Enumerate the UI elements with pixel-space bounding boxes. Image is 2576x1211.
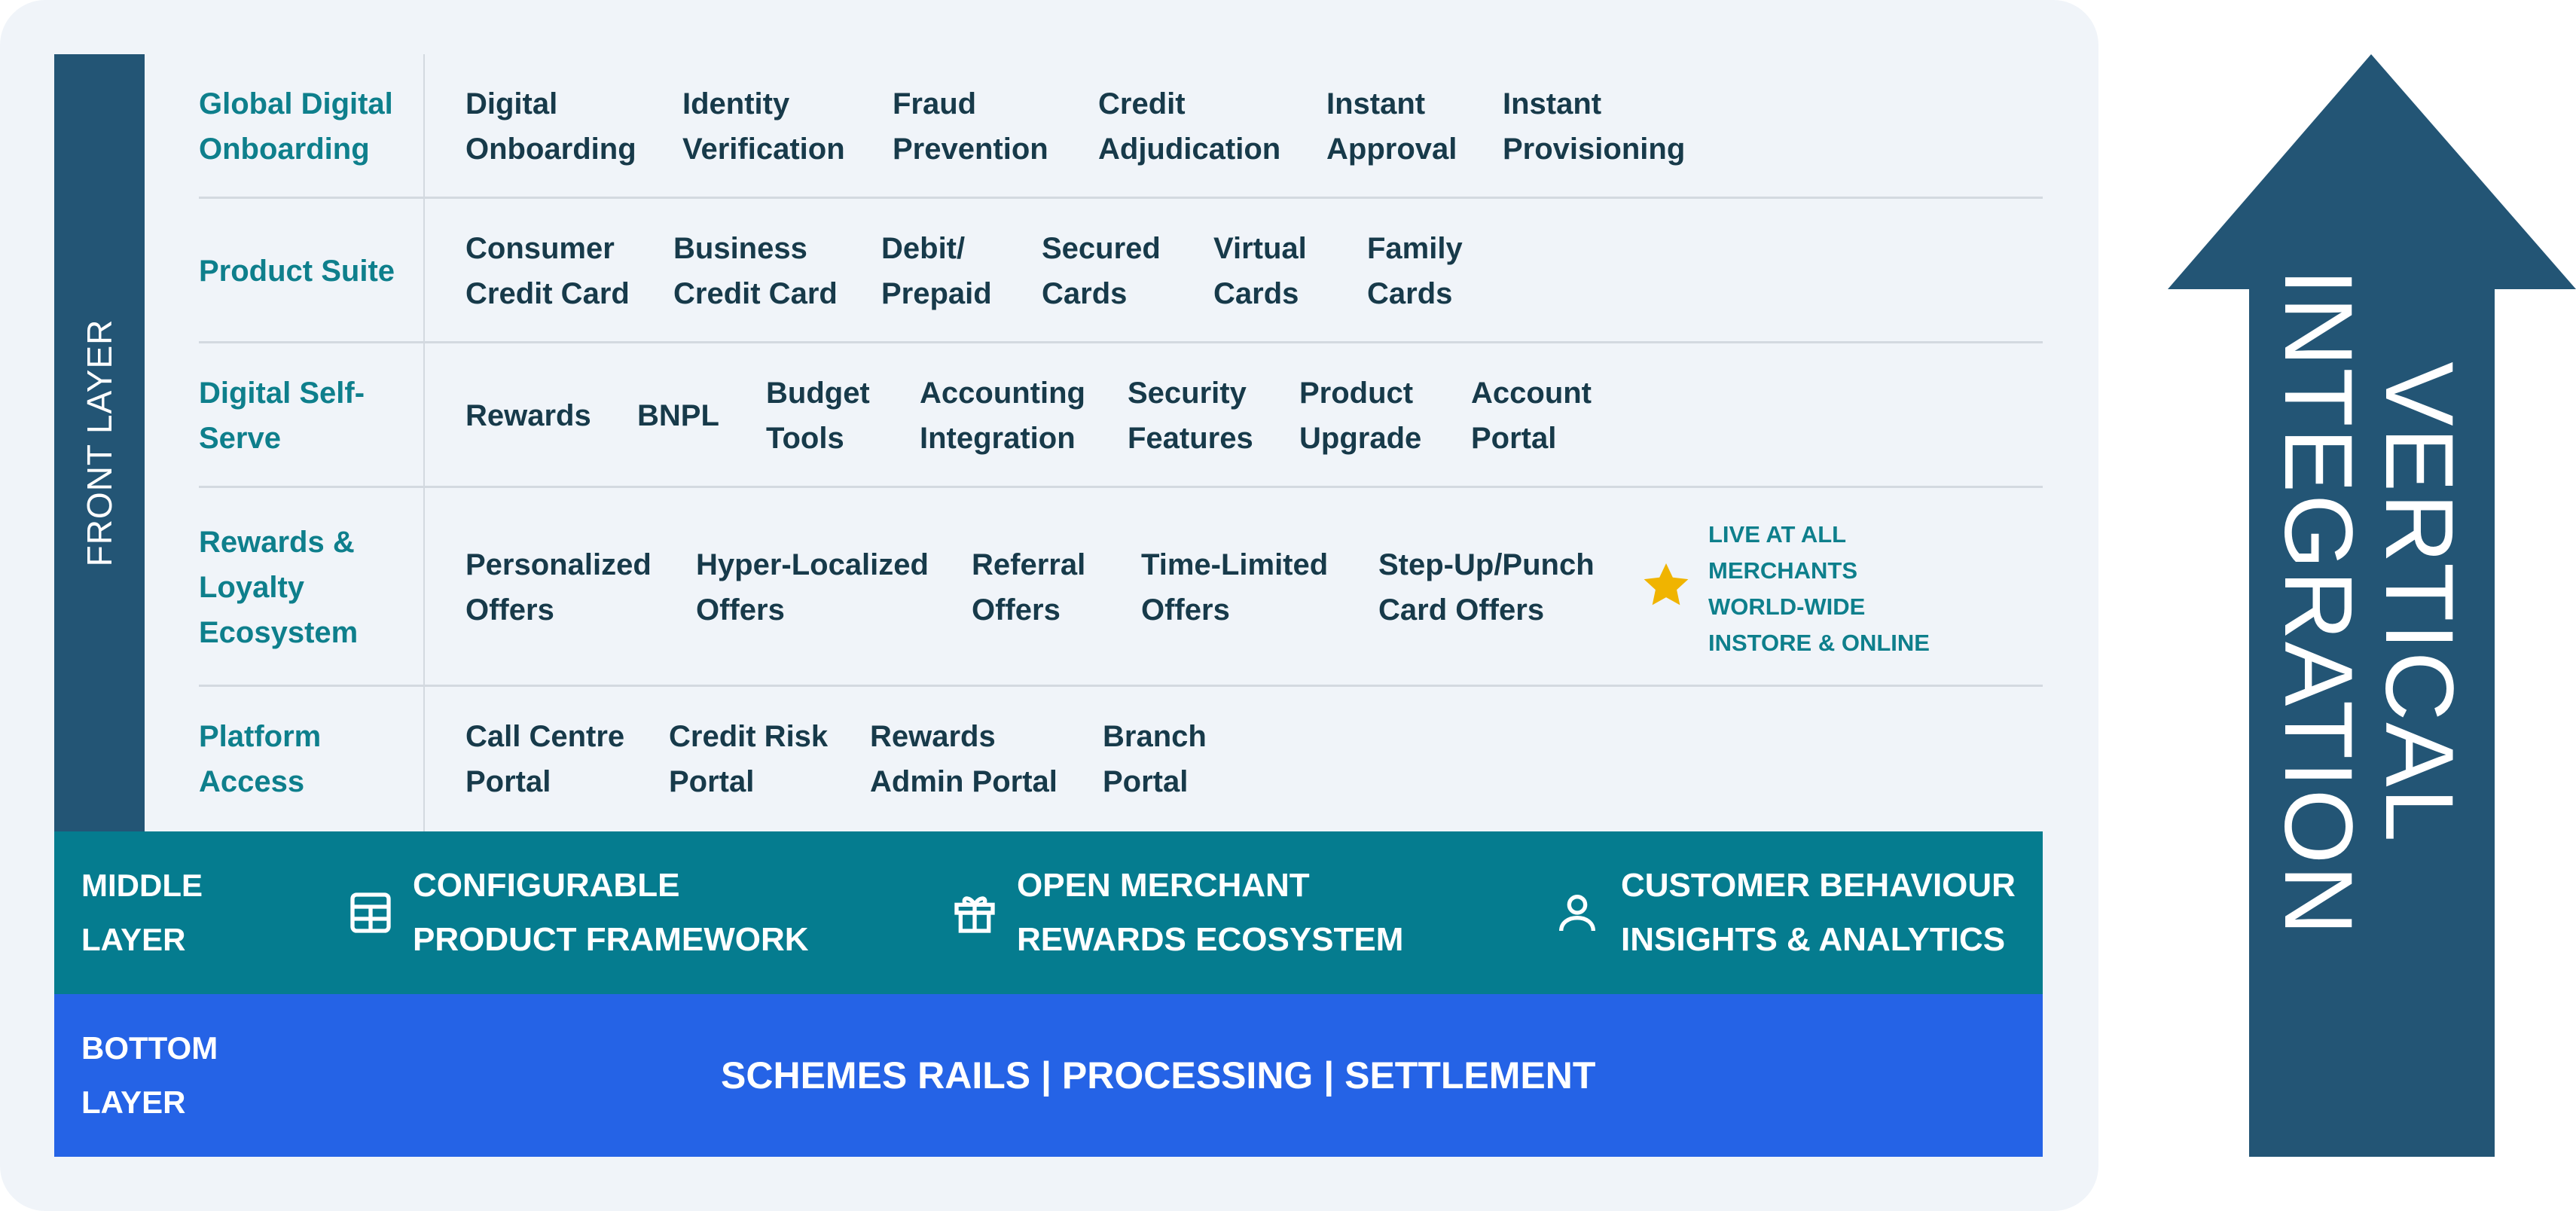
middle-layer-band: MIDDLE LAYER CONFIGURABLE PRODUCT FRAMEW…	[54, 831, 2043, 994]
bottom-layer-label: BOTTOM LAYER	[81, 1030, 218, 1120]
middle-item-text: CONFIGURABLE PRODUCT FRAMEWORK	[413, 867, 809, 958]
middle-item-text: OPEN MERCHANT REWARDS ECOSYSTEM	[1017, 867, 1404, 958]
feature-item: Digital Onboarding	[465, 87, 636, 166]
feature-item: Rewards Admin Portal	[870, 720, 1058, 798]
feature-item: Instant Provisioning	[1503, 87, 1686, 166]
gift-icon	[954, 896, 995, 933]
feature-item: Identity Verification	[682, 87, 845, 166]
feature-item: Family Cards	[1367, 232, 1463, 310]
up-arrow-icon	[2168, 54, 2576, 1157]
feature-item: Fraud Prevention	[893, 87, 1048, 166]
feature-item: Branch Portal	[1103, 720, 1207, 798]
feature-item: Instant Approval	[1326, 87, 1457, 166]
middle-item-text: CUSTOMER BEHAVIOUR INSIGHTS & ANALYTICS	[1621, 867, 2016, 958]
bottom-layer-band: BOTTOM LAYER SCHEMES RAILS | PROCESSING …	[54, 994, 2043, 1157]
feature-item: Debit/ Prepaid	[881, 232, 992, 310]
front-layer-bar	[54, 54, 145, 831]
feature-item: Rewards	[465, 399, 591, 432]
feature-item: Hyper-Localized Offers	[696, 548, 929, 627]
feature-item: Call Centre Portal	[465, 720, 625, 798]
grid-table-icon	[350, 892, 391, 933]
feature-item: Virtual Cards	[1213, 232, 1307, 310]
category-label: Product Suite	[199, 255, 395, 288]
feature-item: Business Credit Card	[673, 232, 838, 310]
category-column-divider	[423, 54, 425, 831]
category-label: Rewards & Loyalty Ecosystem	[199, 526, 359, 649]
row-divider	[199, 341, 2043, 343]
feature-item: Referral Offers	[972, 548, 1086, 627]
feature-item: Step-Up/Punch Card Offers	[1378, 548, 1595, 627]
feature-item: Credit Adjudication	[1098, 87, 1281, 166]
row-global-digital-onboarding: Global Digital Onboarding Digital Onboar…	[199, 54, 2043, 199]
star-icon	[1644, 563, 1689, 606]
feature-item: Time-Limited Offers	[1141, 548, 1329, 627]
feature-item: Secured Cards	[1042, 232, 1161, 310]
category-label: Platform Access	[199, 720, 322, 798]
row-divider	[199, 685, 2043, 687]
live-callout-text: LIVE AT ALL MERCHANTS WORLD-WIDE INSTORE…	[1708, 521, 1930, 656]
feature-item: Account Portal	[1471, 377, 1592, 455]
row-platform-access: Platform Access Call Centre Portal Credi…	[199, 687, 2043, 831]
row-divider	[199, 486, 2043, 488]
middle-layer-label: MIDDLE LAYER	[81, 868, 203, 957]
vertical-integration-label: VERTICAL INTEGRATION	[2264, 268, 2473, 937]
feature-item: Product Upgrade	[1299, 377, 1422, 455]
feature-item: Budget Tools	[766, 377, 870, 455]
feature-item: BNPL	[637, 399, 719, 432]
row-rewards-loyalty-ecosystem: Rewards & Loyalty Ecosystem Personalized…	[199, 488, 2043, 687]
category-label: Digital Self-Serve	[199, 377, 365, 455]
row-divider	[199, 197, 2043, 199]
category-label: Global Digital Onboarding	[199, 87, 393, 166]
bottom-layer-center-text: SCHEMES RAILS | PROCESSING | SETTLEMENT	[721, 1054, 1596, 1097]
feature-item: Consumer Credit Card	[465, 232, 630, 310]
feature-item: Personalized Offers	[465, 548, 652, 627]
user-icon	[1559, 895, 1595, 932]
row-digital-self-serve: Digital Self-Serve Rewards BNPL Budget T…	[199, 343, 2043, 488]
row-product-suite: Product Suite Consumer Credit Card Busin…	[199, 199, 2043, 343]
front-layer-label: FRONT LAYER	[80, 319, 119, 567]
feature-item: Accounting Integration	[920, 377, 1085, 455]
feature-item: Security Features	[1128, 377, 1253, 455]
feature-item: Credit Risk Portal	[669, 720, 829, 798]
